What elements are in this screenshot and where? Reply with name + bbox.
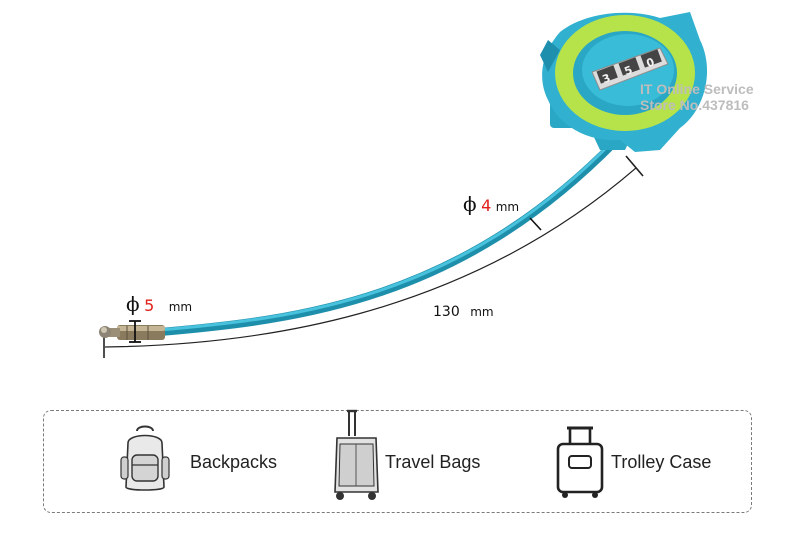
- cable-highlight: [158, 139, 615, 332]
- head-thickness-marker: [129, 320, 141, 343]
- cable-lock-illustration: 3 5 0: [99, 12, 708, 358]
- backpack-icon: [120, 425, 170, 491]
- use-label-travel-bags: Travel Bags: [385, 452, 481, 472]
- trolley-case-icon: [556, 426, 604, 498]
- cable-thickness-label: ϕ 4 mm: [463, 192, 520, 216]
- dial-1: 0: [645, 55, 657, 70]
- cable-end-head: [99, 325, 165, 340]
- length-guide-end-tick: [625, 155, 644, 177]
- cable: [156, 138, 619, 336]
- cable-thickness-marker: [529, 217, 542, 231]
- dial-3: 3: [601, 71, 613, 86]
- watermark-line-2: Store No.437816: [640, 97, 749, 113]
- use-label-trolley-case: Trolley Case: [611, 452, 712, 472]
- lock-dials: 3 5 0: [596, 49, 662, 86]
- cable-length-label: 130 mm: [433, 304, 494, 320]
- watermark-line-1: IT Online Service: [640, 81, 754, 97]
- head-thickness-label: ϕ 5 mm: [126, 292, 193, 316]
- dial-2: 5: [623, 63, 635, 78]
- uses-panel: [43, 410, 752, 513]
- travel-bag-icon: [334, 409, 379, 500]
- length-guide-line: [104, 167, 637, 348]
- use-label-backpacks: Backpacks: [190, 452, 278, 472]
